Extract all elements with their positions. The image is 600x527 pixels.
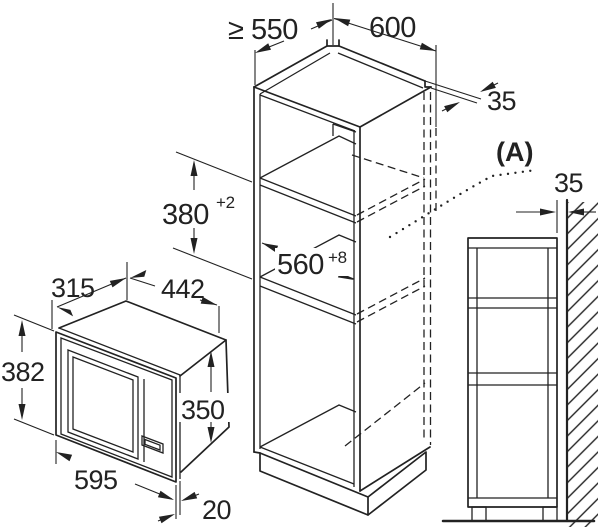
dim-label-cabinet-width: 600	[369, 12, 416, 44]
dim-label-appliance-depth: 315	[51, 273, 95, 303]
dim-niche-width: 560 +8	[261, 242, 355, 281]
microwave-door-window	[67, 349, 139, 460]
side-view-drawing	[467, 237, 558, 522]
dim-frame-height: 382	[1, 314, 55, 436]
dim-frame-width: 595	[55, 440, 174, 500]
dim-label-niche-width: 560	[277, 249, 324, 281]
dim-appliance-width: 442	[129, 270, 220, 333]
dim-body-height: 350	[179, 351, 236, 443]
dim-label-frame-width: 595	[74, 465, 118, 495]
dim-label-niche-depth: ≥ 550	[228, 14, 298, 46]
dim-rear-clearance: 35	[424, 80, 517, 116]
dim-label-wall-gap: 35	[554, 168, 583, 198]
microwave-display	[141, 435, 164, 454]
dim-label-body-height: 350	[181, 395, 225, 425]
cabinet-foot	[471, 506, 487, 522]
dim-label-rear-clearance: 35	[487, 86, 516, 116]
cabinet-foot	[542, 506, 558, 522]
dim-label-frame-thickness: 20	[202, 495, 231, 525]
dim-detail-wall-gap: 35	[516, 168, 596, 233]
tall-cabinet-drawing	[253, 39, 437, 516]
dim-niche-height: 380 +2	[160, 151, 253, 280]
dim-label-niche-height: 380	[162, 199, 209, 231]
dim-cabinet-width: 600	[333, 12, 437, 127]
microwave-drawing	[55, 300, 230, 483]
dim-label-niche-width-tol: +8	[328, 248, 347, 267]
dim-frame-thickness: 20	[157, 481, 232, 525]
dim-label-appliance-width: 442	[161, 274, 205, 304]
detail-marker-label: (A)	[496, 137, 533, 167]
detail-leader: (A)	[388, 137, 538, 239]
wall-hatching	[441, 198, 598, 527]
dim-niche-depth: ≥ 550	[228, 3, 334, 85]
dim-label-frame-height: 382	[1, 357, 45, 387]
dim-appliance-depth: 315	[51, 262, 128, 329]
dim-label-niche-height-tol: +2	[216, 193, 235, 212]
